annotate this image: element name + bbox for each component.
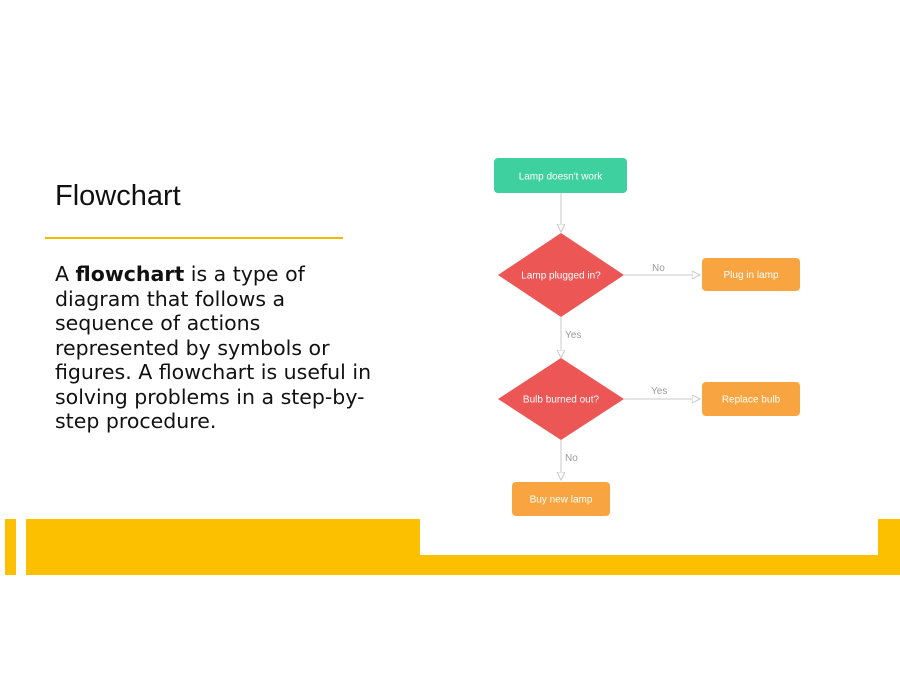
node-start: [494, 158, 627, 193]
accent-band-lower: [420, 555, 878, 575]
accent-band-right-stripe: [878, 519, 900, 575]
edge-label-plugged-yes: Yes: [565, 330, 581, 341]
node-buy-label: Buy new lamp: [530, 495, 593, 506]
node-plug-in-label: Plug in lamp: [723, 270, 778, 281]
edge-label-bulb-no: No: [565, 453, 578, 464]
accent-band-left-stripe: [5, 519, 16, 575]
node-start-label: Lamp doesn't work: [519, 172, 604, 183]
node-decision-plugged-label: Lamp plugged in?: [521, 271, 601, 282]
node-replace-label: Replace bulb: [722, 395, 781, 406]
node-plug-in: [702, 258, 800, 291]
node-buy: [512, 482, 610, 516]
accent-band-main: [26, 519, 420, 575]
node-replace: [702, 382, 800, 416]
node-decision-bulb: [498, 358, 624, 440]
node-decision-plugged: [498, 233, 624, 317]
body-bold-term: flowchart: [75, 262, 185, 286]
edge-label-plugged-no: No: [652, 263, 665, 274]
slide-title: Flowchart: [55, 180, 181, 212]
slide-body-text: A flowchart is a type of diagram that fo…: [55, 262, 375, 434]
node-decision-bulb-label: Bulb burned out?: [523, 395, 600, 406]
body-prefix: A: [55, 262, 76, 286]
body-suffix: is a type of diagram that follows a sequ…: [55, 262, 372, 433]
title-underline: [45, 237, 343, 239]
edge-label-bulb-yes: Yes: [651, 386, 667, 397]
